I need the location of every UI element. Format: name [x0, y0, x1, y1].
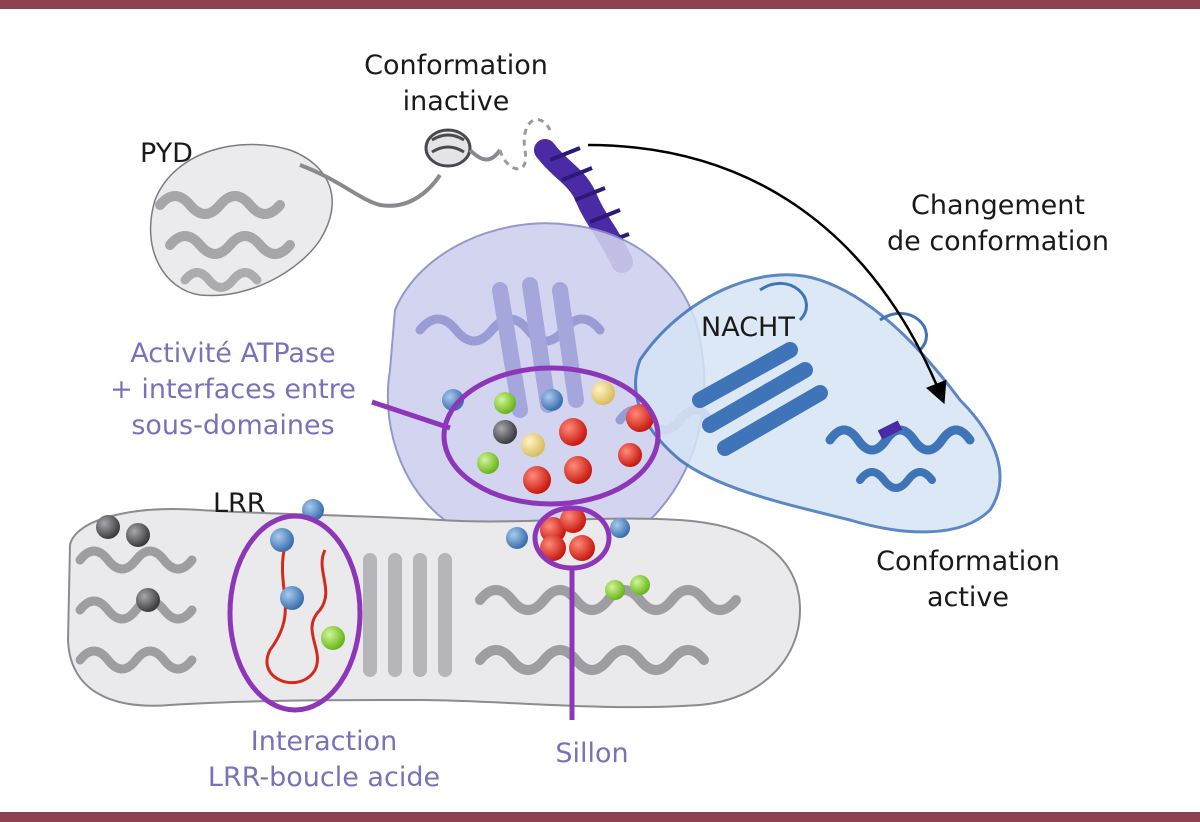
label-nacht: NACHT — [701, 312, 795, 343]
label-active-line1: Conformation — [876, 546, 1060, 577]
label-inactive-line2: inactive — [403, 86, 510, 117]
label-interaction-line1: Interaction — [251, 726, 397, 757]
sphere-gray — [96, 515, 120, 539]
top-frame-bar — [0, 0, 1200, 9]
sphere-blue — [270, 528, 294, 552]
label-active-line2: active — [927, 582, 1009, 613]
dashed-linker — [498, 118, 552, 171]
sphere-blue — [541, 389, 563, 411]
sphere-blue — [280, 586, 304, 610]
conformation-change-arrow — [587, 143, 947, 405]
sphere-red — [523, 466, 551, 494]
sphere-gray — [136, 588, 160, 612]
atpase-leader-line — [371, 399, 451, 431]
sphere-red — [569, 535, 595, 561]
sphere-green — [605, 580, 625, 600]
highlight-annotations — [227, 365, 661, 720]
sphere-red — [618, 443, 642, 467]
label-pyd: PYD — [140, 138, 193, 169]
lrr-highlight-ellipse — [227, 513, 363, 713]
label-atpase-line2: + interfaces entre — [110, 374, 356, 405]
label-change-line1: Changement — [911, 190, 1085, 221]
atpase-highlight-ellipse — [441, 365, 661, 507]
bottom-frame-bar — [0, 812, 1200, 822]
lrr-domain — [66, 508, 802, 709]
sphere-red — [626, 404, 654, 432]
label-atpase-line3: sous-domaines — [131, 410, 334, 441]
active-conformation-domain — [634, 273, 1002, 534]
pyd-domain — [149, 143, 442, 297]
sphere-yellow — [591, 381, 615, 405]
sphere-green — [321, 626, 345, 650]
sphere-red — [564, 456, 592, 484]
label-sillon: Sillon — [555, 738, 628, 769]
sphere-gray — [493, 420, 517, 444]
label-lrr: LRR — [213, 488, 266, 519]
sphere-blue — [610, 518, 630, 538]
sphere-green — [477, 452, 499, 474]
sphere-yellow — [521, 433, 545, 457]
sphere-gray — [126, 523, 150, 547]
acidic-loop — [265, 544, 328, 685]
label-inactive-line1: Conformation — [364, 50, 548, 81]
sphere-green — [494, 392, 516, 414]
label-interaction-line2: LRR-boucle acide — [208, 762, 440, 793]
sphere-red — [559, 418, 587, 446]
sphere-red — [540, 517, 566, 543]
sphere-red — [540, 535, 566, 561]
label-atpase-line1: Activité ATPase — [130, 338, 335, 369]
sphere-blue — [506, 527, 528, 549]
sphere-green — [630, 575, 650, 595]
inactive-helix — [424, 118, 552, 171]
label-change-line2: de conformation — [887, 226, 1109, 257]
sphere-red — [560, 507, 586, 533]
